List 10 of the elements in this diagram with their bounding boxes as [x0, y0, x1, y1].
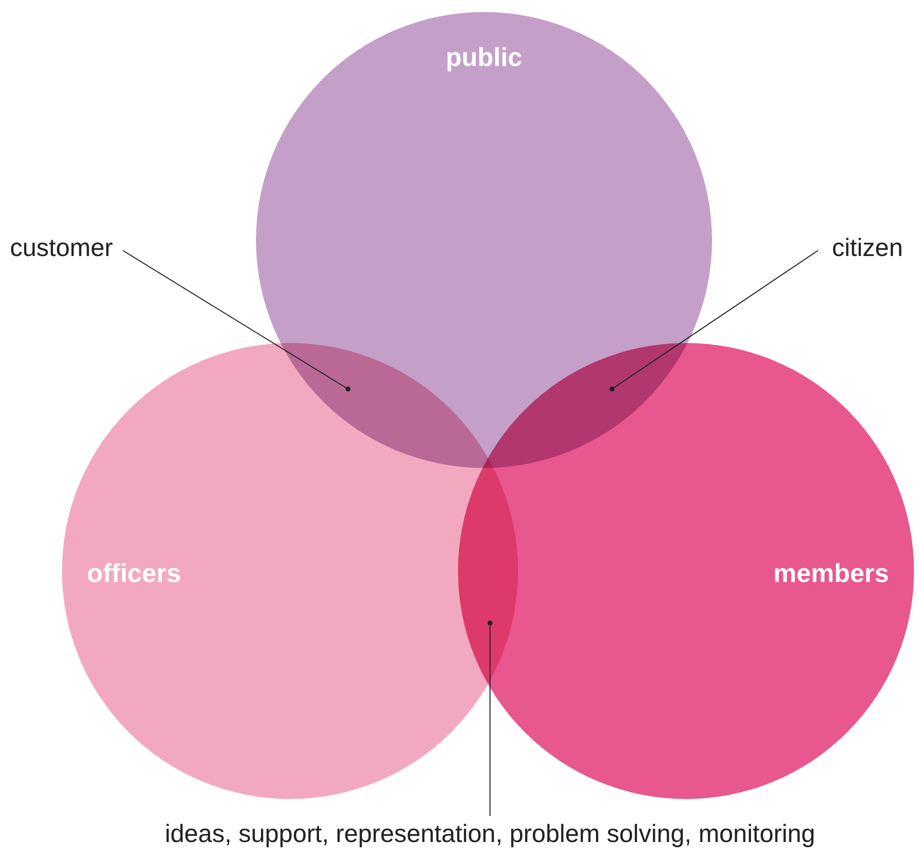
- leader-line: [488, 620, 492, 816]
- circle-label: members: [773, 558, 889, 589]
- circle-label: officers: [87, 558, 181, 589]
- callout-label: citizen: [832, 234, 903, 263]
- venn-circle: [458, 343, 914, 799]
- leader-line: [122, 250, 350, 392]
- callout-label: customer: [10, 234, 113, 263]
- leader-line: [610, 250, 818, 392]
- circle-label: public: [446, 42, 522, 73]
- callout-label: ideas, support, representation, problem solving, monitoring: [164, 820, 816, 849]
